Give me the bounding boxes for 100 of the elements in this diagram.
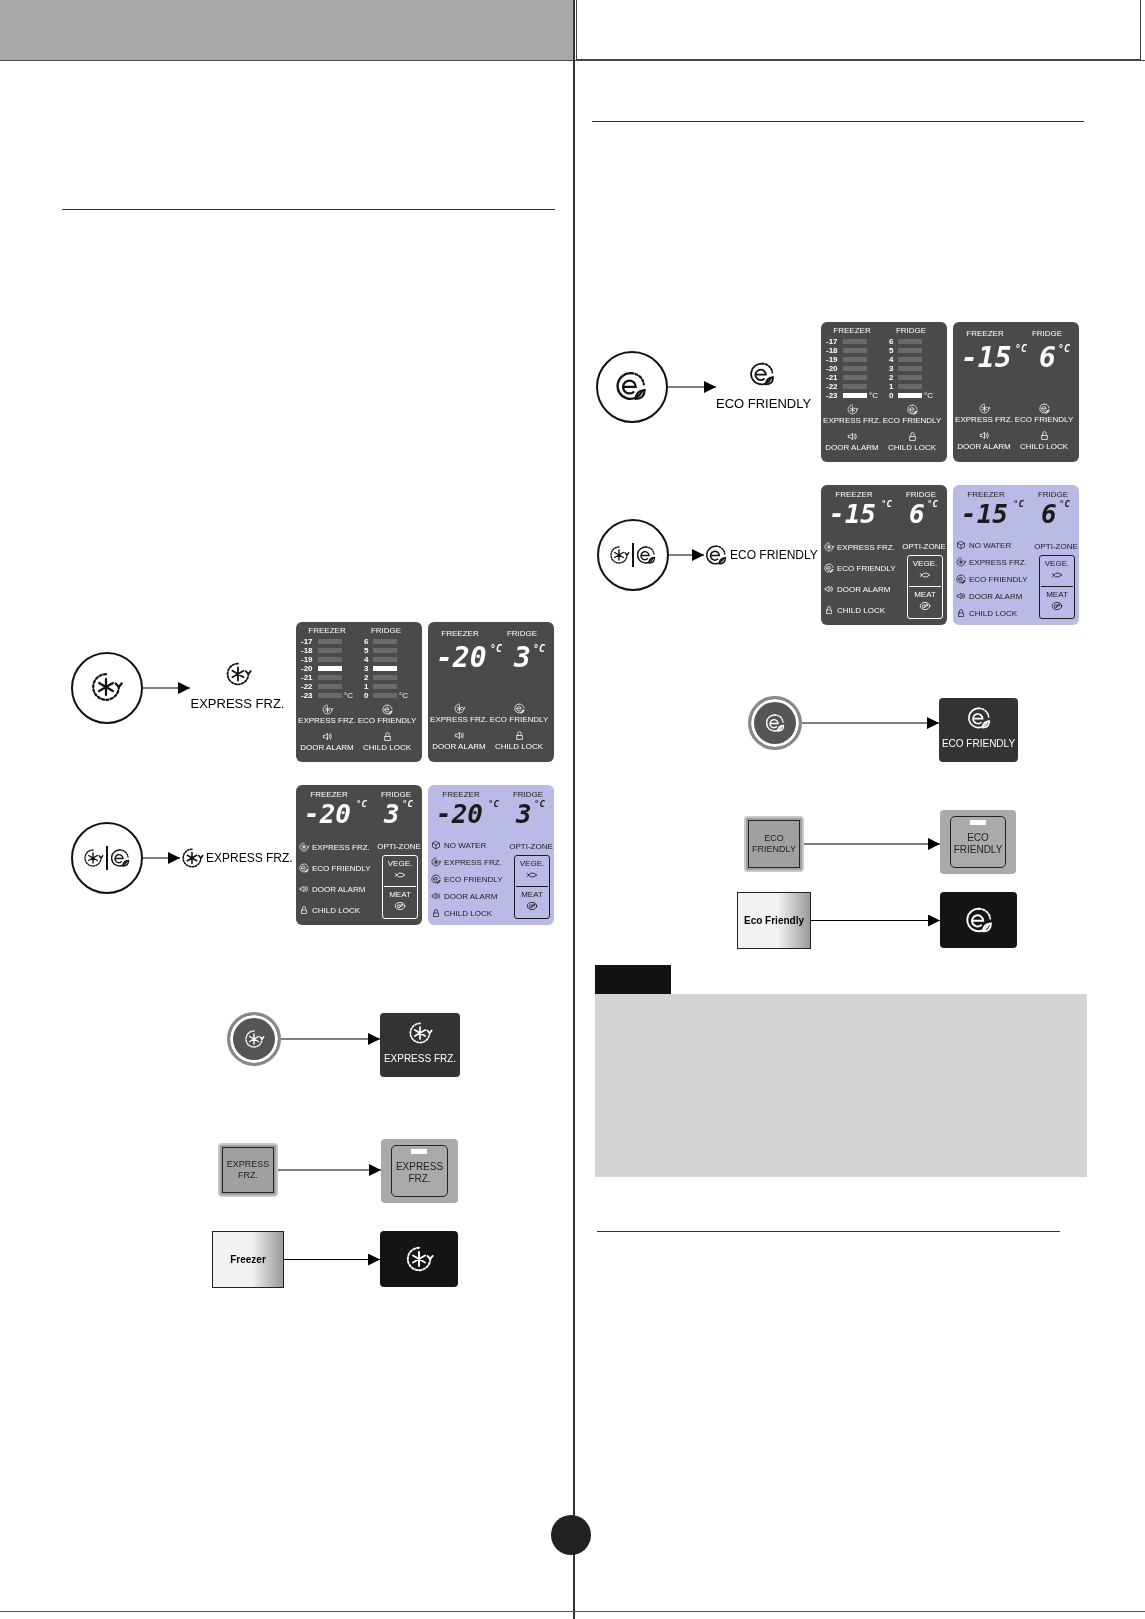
display-label: VEGE. <box>912 559 938 568</box>
display-label: ECO FRIENDLY <box>969 575 1028 584</box>
scale-number: -20 <box>826 364 838 373</box>
scale-number: 2 <box>889 373 894 382</box>
display-label: FRIDGE <box>506 629 538 638</box>
indicator-label: EXPRESS FRZ. <box>190 696 285 711</box>
display-label: OPTI-ZONE <box>1034 542 1078 551</box>
display-label: FRIDGE <box>895 326 927 335</box>
display-label: DOOR ALARM <box>312 885 366 894</box>
display-label: FRIDGE <box>1031 329 1063 338</box>
arrow <box>142 682 191 694</box>
arrow <box>810 914 941 927</box>
scale-number: 1 <box>889 382 894 391</box>
scale-number: 4 <box>364 655 369 664</box>
display-label: CHILD LOCK <box>888 443 936 452</box>
unit-label: °C <box>1059 500 1070 509</box>
unit-label: °C <box>534 800 545 809</box>
temperature-digits: -20 <box>436 801 483 827</box>
arrow <box>667 381 717 393</box>
unit-label: °C <box>490 644 503 654</box>
touch-button <box>748 696 802 750</box>
key-button: Freezer <box>212 1231 284 1288</box>
display-label: OPTI-ZONE <box>377 842 421 851</box>
display-label: ECO FRIENDLY <box>1014 415 1074 424</box>
unit-label: °C <box>356 800 367 809</box>
display-panel <box>821 322 947 462</box>
unit-label: °C <box>344 691 353 700</box>
indicator-display <box>380 1231 458 1287</box>
arrow <box>283 1253 381 1266</box>
scale-number: 4 <box>889 355 894 364</box>
indicator-display <box>939 698 1018 762</box>
display-label: FREEZER <box>310 790 348 799</box>
key-button <box>940 810 1016 874</box>
indicator-label: EXPRESS FRZ. <box>206 851 293 865</box>
indicator-display <box>380 1013 460 1077</box>
display-label: FRIDGE <box>512 790 544 799</box>
display-label: NO WATER <box>969 541 1012 550</box>
display-label: CHILD LOCK <box>969 609 1017 618</box>
scale-number: -18 <box>826 346 838 355</box>
scale-number: -22 <box>301 682 313 691</box>
display-label: MEAT <box>521 890 543 899</box>
display-label: FRIDGE <box>380 790 412 799</box>
note-box <box>595 994 1087 1177</box>
scale-number: 3 <box>364 664 369 673</box>
temperature-digits: 6 <box>909 501 925 527</box>
display-label: DOOR ALARM <box>837 585 891 594</box>
scale-number: -19 <box>301 655 313 664</box>
display-label: VEGE. <box>1044 559 1070 568</box>
scale-number: -20 <box>301 664 313 673</box>
display-label: FREEZER <box>441 629 479 638</box>
display-label: OPTI-ZONE <box>902 542 946 551</box>
unit-label: °C <box>927 500 938 509</box>
unit-label: °C <box>924 391 933 400</box>
display-label: FREEZER <box>442 790 480 799</box>
display-label: VEGE. <box>387 859 413 868</box>
temperature-digits: -20 <box>304 801 351 827</box>
display-label: FRIDGE <box>905 490 937 499</box>
scale-number: -23 <box>826 391 838 400</box>
arrow <box>142 852 181 864</box>
key-button: Eco Friendly <box>737 892 811 949</box>
display-label: ECO FRIENDLY <box>837 564 896 573</box>
scale-number: 5 <box>364 646 369 655</box>
display-label: FREEZER <box>833 326 871 335</box>
unit-label: °C <box>488 800 499 809</box>
unit-label: °C <box>1013 500 1024 509</box>
display-label: CHILD LOCK <box>495 742 543 751</box>
display-label: ECO FRIENDLY <box>882 416 942 425</box>
display-label: CHILD LOCK <box>312 906 360 915</box>
key-button: ECO FRIENDLY <box>744 816 804 872</box>
display-label: DOOR ALARM <box>825 443 879 452</box>
arrow <box>277 1164 382 1176</box>
indicator-label: ECO FRIENDLY <box>730 548 818 562</box>
scale-number: -22 <box>826 382 838 391</box>
display-label: CHILD LOCK <box>363 743 411 752</box>
display-label: EXPRESS FRZ. <box>823 416 881 425</box>
display-panel <box>953 485 1079 625</box>
display-label: NO WATER <box>444 841 487 850</box>
display-label: ECO FRIENDLY <box>444 875 503 884</box>
scale-number: 3 <box>889 364 894 373</box>
display-label: EXPRESS FRZ. <box>955 415 1013 424</box>
display-label: CHILD LOCK <box>444 909 492 918</box>
temperature-digits: 3 <box>384 801 400 827</box>
unit-label: °C <box>869 391 878 400</box>
temperature-digits: 6 <box>1041 501 1057 527</box>
temperature-digits: 6 <box>1039 344 1056 372</box>
unit-label: °C <box>402 800 413 809</box>
display-label: FRIDGE <box>1037 490 1069 499</box>
touch-button <box>227 1012 281 1066</box>
scale-number: -18 <box>301 646 313 655</box>
unit-label: °C <box>399 691 408 700</box>
display-label: ECO FRIENDLY <box>357 716 417 725</box>
unit-label: °C <box>1015 344 1028 354</box>
scale-number: -21 <box>301 673 313 682</box>
display-label: DOOR ALARM <box>444 892 498 901</box>
scale-number: 1 <box>364 682 369 691</box>
display-label: EXPRESS FRZ. <box>312 843 370 852</box>
key-button: EXPRESS FRZ. <box>218 1143 278 1197</box>
scale-number: 6 <box>889 337 894 346</box>
temperature-digits: 3 <box>516 801 532 827</box>
display-label: CHILD LOCK <box>837 606 885 615</box>
